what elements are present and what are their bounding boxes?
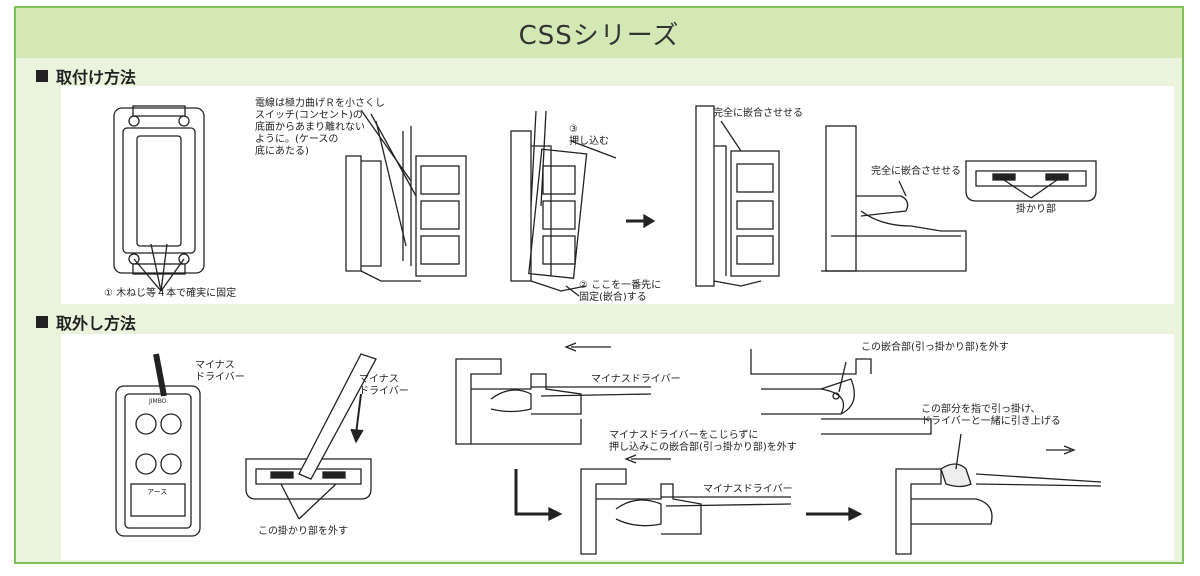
page-title: CSSシリーズ xyxy=(518,20,680,51)
remove-panel: マイナス ドライバー マイナス ドライバー この掛かり部を外す マイナスドライバ… xyxy=(61,334,1174,560)
bullet-square xyxy=(36,70,48,82)
removal-fit-detail xyxy=(750,349,932,435)
fit-full-note-1: 完全に嵌合させせる xyxy=(713,108,803,119)
brand-mark: JIMBO xyxy=(149,398,167,405)
release-fit-label: この嵌合部(引っ掛かり部)を外す xyxy=(861,342,1009,353)
press-in-label: マイナスドライバーをこじらずに 押し込みこの嵌合部(引っ掛かり部)を外す xyxy=(609,430,797,453)
switch-plate-front xyxy=(113,105,205,292)
hook-detail xyxy=(965,160,1097,202)
screw-note: ① 木ねじ等４本で確実に固定 xyxy=(104,288,237,299)
install-panel: ① 木ねじ等４本で確実に固定 電線は極力曲げＲを小さくし スイッチ(コンセント)… xyxy=(61,86,1174,304)
driver-label-1: マイナス ドライバー xyxy=(195,360,245,383)
bullet-square xyxy=(36,316,48,328)
outlet-front xyxy=(115,353,201,537)
side-view-push xyxy=(510,110,617,297)
remove-illustrations xyxy=(115,342,1102,555)
section-install-heading: 取付け方法 xyxy=(36,64,136,88)
instruction-sheet: CSSシリーズ 取付け方法 xyxy=(14,6,1184,564)
section-remove-heading: 取外し方法 xyxy=(36,310,136,334)
driver-label-3: マイナスドライバー xyxy=(591,374,681,385)
earth-label: アース xyxy=(147,488,168,496)
side-view-fitted xyxy=(695,105,780,287)
hook-label: 掛かり部 xyxy=(1016,204,1056,215)
install-illustrations xyxy=(113,105,1097,297)
title-bar: CSSシリーズ xyxy=(16,8,1182,58)
push-in-note: ③ 押し込む xyxy=(569,124,609,147)
release-hook-label: この掛かり部を外す xyxy=(258,526,348,537)
side-view-wiring xyxy=(345,109,467,282)
fit-detail-closeup xyxy=(821,125,967,272)
removal-step-1 xyxy=(455,342,652,445)
step-arrow xyxy=(626,213,656,229)
section-remove-label: 取外し方法 xyxy=(56,314,137,333)
driver-label-2: マイナス ドライバー xyxy=(359,374,409,397)
driver-label-4: マイナスドライバー xyxy=(703,484,793,495)
step-arrow-bend xyxy=(514,469,563,522)
lift-label: この部分を指で引っ掛け、 ドライバーと一緒に引き上げる xyxy=(921,404,1061,427)
fit-full-note-2: 完全に嵌合させせる xyxy=(871,166,961,177)
removal-step-3 xyxy=(895,433,1102,555)
fit-first-note: ② ここを一番先に 固定(嵌合)する xyxy=(579,280,662,303)
section-install-label: 取付け方法 xyxy=(56,68,137,87)
pry-detail xyxy=(245,353,377,520)
step-arrow-2 xyxy=(806,506,863,522)
wire-note: 電線は極力曲げＲを小さくし スイッチ(コンセント)の 底面からあまり離れない よ… xyxy=(255,98,385,157)
removal-step-2 xyxy=(580,454,792,555)
